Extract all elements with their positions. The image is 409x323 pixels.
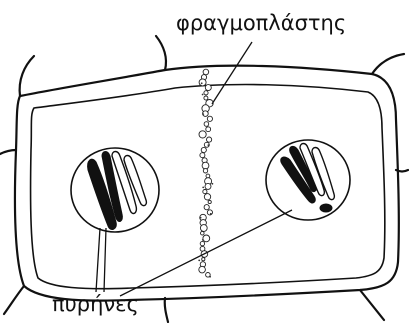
vesicle [204,91,208,95]
vesicle [207,137,212,142]
nuclei-leader-left-b [104,228,106,292]
right-chromosome-tip [320,204,332,212]
phragmoplast-vesicles [198,69,213,277]
vesicle [205,183,211,189]
vesicle [203,69,209,75]
vesicle [203,169,207,173]
vesicle [208,200,211,203]
neighbor-wall-top-left [20,56,34,96]
neighbor-wall-left [0,150,16,154]
nuclei-leader-left-a [96,228,100,292]
vesicle-dot [210,213,212,215]
nuclei-label: πυρήνες [52,292,139,316]
vesicle-dot [202,187,204,189]
vesicle-dot [208,144,210,146]
vesicle [205,85,211,91]
neighbor-wall-bottom-left [4,286,24,314]
vesicle-dot [212,183,214,185]
vesicle [199,79,206,86]
vesicle-dot [198,260,200,262]
phragmoplast-leader [212,42,252,104]
vesicle [207,210,212,215]
vesicle-dot [209,276,211,278]
left-nucleus [71,148,159,232]
vesicle [199,131,206,138]
vesicle [206,127,211,132]
vesicle [200,241,204,245]
vesicle [204,205,209,210]
vesicle [200,225,207,232]
neighbor-wall-top [156,36,166,70]
vesicle [207,116,212,121]
right-nucleus [266,140,350,220]
vesicle [202,162,209,169]
vesicle [202,258,205,261]
phragmoplast-label: φραγμοπλάστης [176,11,346,35]
neighbor-wall-bottom-mid [165,298,168,322]
vesicle [201,147,206,152]
vesicle-dot [202,94,204,96]
vesicle-dot [202,239,204,241]
vesicle [203,190,207,194]
neighbor-wall-top-right [372,54,404,74]
neighbor-wall-bottom-right [360,290,384,320]
neighbor-wall-right [396,170,408,172]
vesicle-dot [200,217,202,219]
vesicle-dot [201,82,203,84]
vesicle [204,96,208,100]
vesicle [204,194,210,200]
vesicle [201,231,205,235]
vesicle-dot [202,113,204,115]
vesicle [200,153,205,158]
vesicle [203,235,210,242]
vesicle [204,122,209,127]
vesicle [199,266,206,273]
